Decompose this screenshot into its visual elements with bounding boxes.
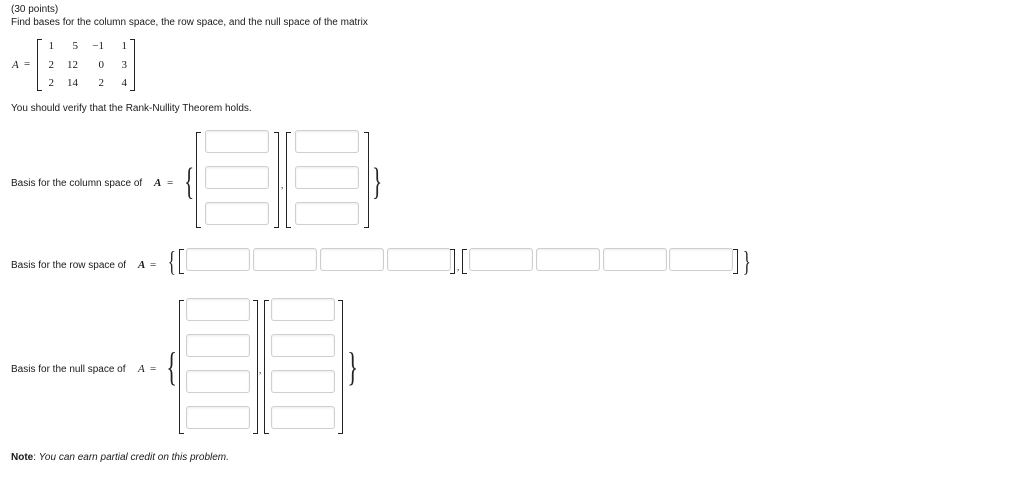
column-vector-1-left-bracket (196, 132, 201, 228)
column-space-close-brace: } (372, 161, 383, 203)
matrix-left-bracket (37, 39, 42, 91)
null-basis-1-entry-3[interactable] (186, 370, 250, 393)
matrix-cell: 2 (48, 77, 55, 89)
null-basis-2-entry-4[interactable] (271, 406, 335, 429)
matrix-cell: 1 (121, 40, 128, 52)
null-basis-2-entry-2[interactable] (271, 334, 335, 357)
problem-instruction: Find bases for the column space, the row… (11, 17, 368, 28)
row-basis-1-entry-4[interactable] (387, 248, 451, 271)
column-space-open-brace: { (184, 161, 195, 203)
note-label: Note (11, 452, 34, 463)
matrix-cell: −1 (92, 40, 104, 52)
column-space-var: A (154, 177, 162, 189)
column-space-label: Basis for the column space of (11, 178, 143, 189)
row-basis-2-entry-1[interactable] (469, 248, 533, 271)
null-basis-1-entry-4[interactable] (186, 406, 250, 429)
column-space-equals: = (167, 177, 174, 189)
column-basis-2-entry-2[interactable] (295, 166, 359, 189)
null-basis-2-entry-1[interactable] (271, 298, 335, 321)
null-vector-1-right-bracket (253, 300, 258, 434)
row-basis-1-entry-2[interactable] (253, 248, 317, 271)
matrix-cell: 3 (121, 59, 128, 71)
row-vector-2-left-bracket (462, 249, 467, 274)
row-basis-separator: , (457, 262, 460, 272)
column-vector-2-left-bracket (286, 132, 291, 228)
row-basis-2-entry-3[interactable] (603, 248, 667, 271)
matrix-cell: 12 (67, 59, 78, 71)
matrix-cell: 5 (72, 40, 79, 52)
matrix-cell: 0 (98, 59, 105, 71)
row-space-open-brace: { (167, 247, 176, 278)
column-basis-1-entry-1[interactable] (205, 130, 269, 153)
null-basis-2-entry-3[interactable] (271, 370, 335, 393)
row-vector-1-right-bracket (450, 249, 455, 274)
row-vector-2-right-bracket (733, 249, 738, 274)
null-space-equals: = (150, 363, 157, 375)
column-basis-1-entry-2[interactable] (205, 166, 269, 189)
points-label: (30 points) (11, 4, 59, 15)
null-basis-1-entry-2[interactable] (186, 334, 250, 357)
null-basis-separator: , (259, 365, 262, 375)
column-vector-1-right-bracket (274, 132, 279, 228)
row-space-var: A (138, 259, 146, 271)
verify-text: You should verify that the Rank-Nullity … (11, 103, 252, 114)
matrix-equals: = (24, 58, 31, 70)
column-basis-2-entry-3[interactable] (295, 202, 359, 225)
row-basis-2-entry-2[interactable] (536, 248, 600, 271)
row-space-label: Basis for the row space of (11, 260, 127, 271)
column-basis-separator: , (281, 180, 284, 190)
null-vector-1-left-bracket (179, 300, 184, 434)
null-vector-2-right-bracket (338, 300, 343, 434)
null-vector-2-left-bracket (264, 300, 269, 434)
column-basis-2-entry-1[interactable] (295, 130, 359, 153)
matrix-cell: 14 (67, 77, 78, 89)
row-basis-1-entry-3[interactable] (320, 248, 384, 271)
column-basis-1-entry-3[interactable] (205, 202, 269, 225)
note: Note: You can earn partial credit on thi… (11, 452, 229, 463)
matrix-right-bracket (130, 39, 135, 91)
null-space-var: A (138, 363, 145, 375)
null-space-close-brace: } (347, 344, 358, 389)
note-colon: : (33, 452, 37, 463)
note-text: You can earn partial credit on this prob… (38, 452, 229, 463)
row-space-equals: = (150, 259, 157, 271)
row-basis-1-entry-1[interactable] (186, 248, 250, 271)
matrix-label: A (12, 59, 19, 71)
column-vector-2-right-bracket (364, 132, 369, 228)
row-space-close-brace: } (742, 247, 751, 278)
null-space-open-brace: { (166, 344, 177, 389)
matrix-cell: 2 (48, 59, 55, 71)
null-space-label: Basis for the null space of (11, 364, 126, 375)
null-basis-1-entry-1[interactable] (186, 298, 250, 321)
matrix-cell: 2 (98, 77, 105, 89)
row-basis-2-entry-4[interactable] (669, 248, 733, 271)
matrix-cell: 4 (121, 77, 128, 89)
row-vector-1-left-bracket (179, 249, 184, 274)
matrix-cell: 1 (48, 40, 55, 52)
